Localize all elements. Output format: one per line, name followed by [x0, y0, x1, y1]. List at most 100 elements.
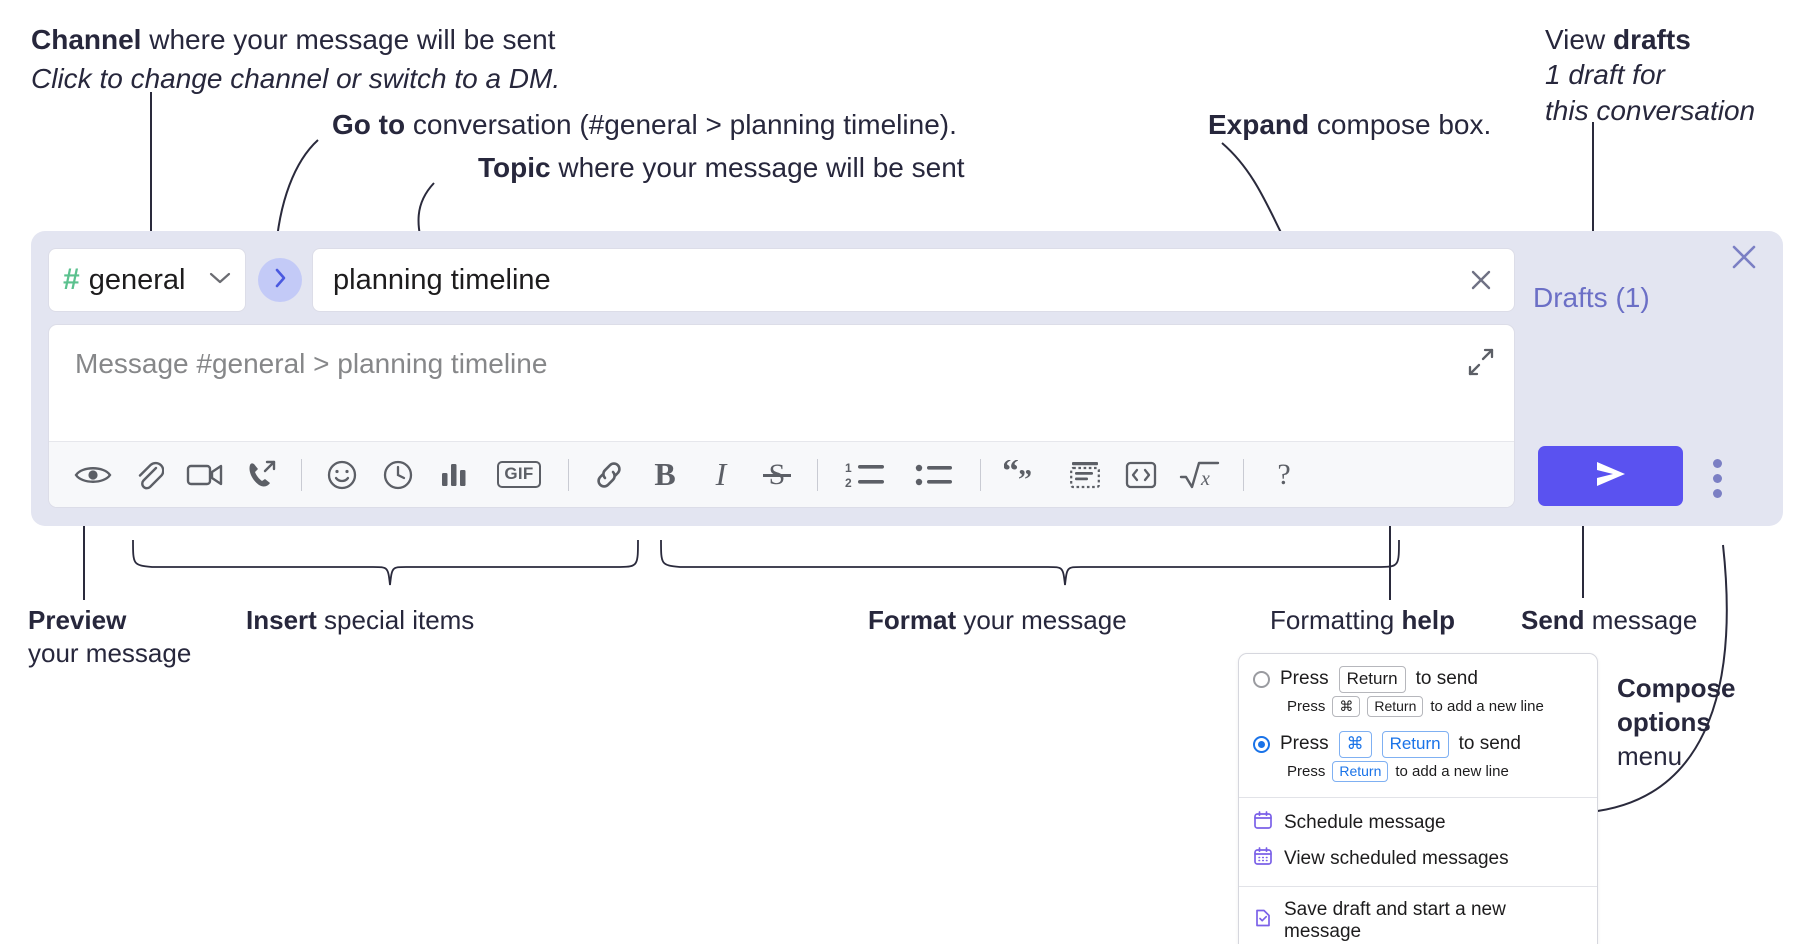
record-audio-clip-button[interactable]	[233, 450, 289, 500]
compose-options-button[interactable]	[1702, 452, 1732, 504]
drafts-link[interactable]: Drafts (1)	[1533, 282, 1650, 313]
svg-text:”: ”	[1018, 465, 1032, 490]
code-button[interactable]	[1113, 450, 1169, 500]
toolbar-separator	[817, 458, 818, 491]
annotation-goto: Go to conversation (#general > planning …	[332, 107, 957, 142]
toolbar-separator	[301, 458, 302, 491]
gif-label: GIF	[497, 461, 541, 488]
send-option-return-sub-pre: Press	[1287, 697, 1326, 715]
attach-file-button[interactable]	[121, 450, 177, 500]
send-option-cmd-return-sub-pre: Press	[1287, 762, 1326, 780]
annotation-drafts-pre: View	[1545, 24, 1613, 55]
radio-unselected-icon[interactable]	[1253, 670, 1270, 688]
code-block-button[interactable]	[1057, 450, 1113, 500]
key-return: Return	[1367, 695, 1424, 717]
key-return: Return	[1338, 666, 1406, 693]
compose-options-menu: Press Return to send Press ⌘ Return to a…	[1238, 653, 1598, 944]
menu-item-label: Save draft and start a new message	[1284, 898, 1506, 942]
toolbar-separator	[568, 458, 569, 491]
send-option-return-pre: Press	[1280, 668, 1329, 690]
topic-field[interactable]: planning timeline	[312, 248, 1515, 312]
send-message-button[interactable]	[1538, 446, 1683, 506]
compose-inner: # general planning timeline	[48, 248, 1515, 508]
svg-text:x: x	[1200, 468, 1210, 490]
annotation-channel-rest: where your message will be sent	[141, 24, 556, 55]
poll-button[interactable]	[426, 450, 482, 500]
formatting-toolbar: GIF B I	[49, 441, 1514, 507]
annotation-topic: Topic where your message will be sent	[478, 150, 965, 185]
annotation-expand-rest: compose box.	[1309, 109, 1492, 140]
send-option-return[interactable]: Press Return to send	[1239, 664, 1597, 695]
annotation-preview: Preview your message	[28, 604, 191, 670]
schedule-button[interactable]	[370, 450, 426, 500]
annotation-format-bold: Format	[868, 605, 957, 635]
document-check-icon	[1253, 908, 1273, 934]
more-options-dot	[1712, 488, 1722, 498]
close-compose-button[interactable]	[1727, 240, 1761, 279]
svg-text:1: 1	[845, 461, 852, 475]
formatting-help-button[interactable]: ?	[1256, 450, 1312, 500]
annotation-format-rest: your message	[956, 605, 1127, 635]
toolbar-separator	[980, 458, 981, 491]
compose-panel: # general planning timeline	[31, 231, 1783, 526]
annotation-send-rest: message	[1584, 605, 1698, 635]
annotation-expand: Expand compose box.	[1208, 107, 1491, 142]
annotation-insert: Insert special items	[246, 604, 474, 637]
menu-item-schedule-message[interactable]: Schedule message	[1239, 805, 1597, 841]
annotation-insert-rest: special items	[316, 605, 475, 635]
strikethrough-bar	[762, 474, 792, 477]
send-option-cmd-return-pre: Press	[1280, 733, 1329, 755]
annotation-channel-bold: Channel	[31, 24, 142, 55]
channel-name: general	[88, 263, 186, 296]
annotation-compose-options-bold-2: options	[1617, 706, 1711, 737]
annotation-drafts-bold: drafts	[1612, 24, 1691, 55]
radio-selected-icon[interactable]	[1253, 735, 1270, 753]
annotation-compose-options-rest: menu	[1617, 740, 1683, 771]
expand-compose-button[interactable]	[1466, 347, 1496, 382]
message-input-box[interactable]: Message #general > planning timeline	[48, 324, 1515, 508]
menu-item-label: Schedule message	[1284, 811, 1446, 833]
annotation-drafts-italic-1: 1 draft for	[1545, 59, 1665, 91]
menu-item-view-scheduled-messages[interactable]: View scheduled messages	[1239, 841, 1597, 877]
link-button[interactable]	[581, 450, 637, 500]
math-button[interactable]: x	[1169, 450, 1231, 500]
channel-row: # general planning timeline	[48, 248, 1515, 314]
strikethrough-label: S	[769, 458, 786, 491]
send-option-cmd-return[interactable]: Press ⌘ Return to send	[1239, 729, 1597, 760]
send-option-cmd-return-sub: Press Return to add a new line	[1239, 760, 1597, 788]
blockquote-button[interactable]: “ ”	[993, 450, 1057, 500]
chevron-down-icon	[209, 271, 231, 290]
strikethrough-button[interactable]: S	[749, 450, 805, 500]
gif-button[interactable]: GIF	[482, 450, 556, 500]
more-options-dot	[1712, 473, 1722, 483]
toolbar-separator	[1243, 458, 1244, 491]
calendar-icon	[1253, 810, 1273, 836]
ordered-list-button[interactable]: 1 2	[830, 450, 900, 500]
annotation-formatting-help-pre: Formatting	[1270, 605, 1402, 635]
italic-button[interactable]: I	[693, 450, 749, 500]
annotation-topic-rest: where your message will be sent	[550, 152, 965, 183]
topic-clear-button[interactable]	[1462, 261, 1500, 299]
annotation-topic-bold: Topic	[478, 152, 551, 183]
annotation-drafts: View drafts 1 draft for this conversatio…	[1545, 22, 1755, 128]
svg-text:“: “	[1004, 460, 1019, 490]
hash-icon: #	[63, 263, 80, 296]
menu-item-save-draft[interactable]: Save draft and start a new message	[1239, 894, 1597, 944]
more-options-dot	[1712, 458, 1722, 468]
emoji-button[interactable]	[314, 450, 370, 500]
preview-message-button[interactable]	[65, 450, 121, 500]
menu-divider	[1239, 885, 1597, 887]
annotation-format: Format your message	[868, 604, 1127, 637]
annotation-goto-bold: Go to	[332, 109, 406, 140]
record-video-clip-button[interactable]	[177, 450, 233, 500]
annotation-expand-bold: Expand	[1208, 109, 1310, 140]
chevron-right-icon	[273, 267, 288, 294]
question-mark-icon: ?	[1277, 457, 1291, 491]
channel-select[interactable]: # general	[48, 248, 246, 312]
send-option-cmd-return-post: to send	[1458, 733, 1521, 755]
bulleted-list-button[interactable]	[900, 450, 968, 500]
bold-button[interactable]: B	[637, 450, 693, 500]
calendar-grid-icon	[1253, 846, 1273, 872]
goto-conversation-button[interactable]	[258, 258, 302, 302]
